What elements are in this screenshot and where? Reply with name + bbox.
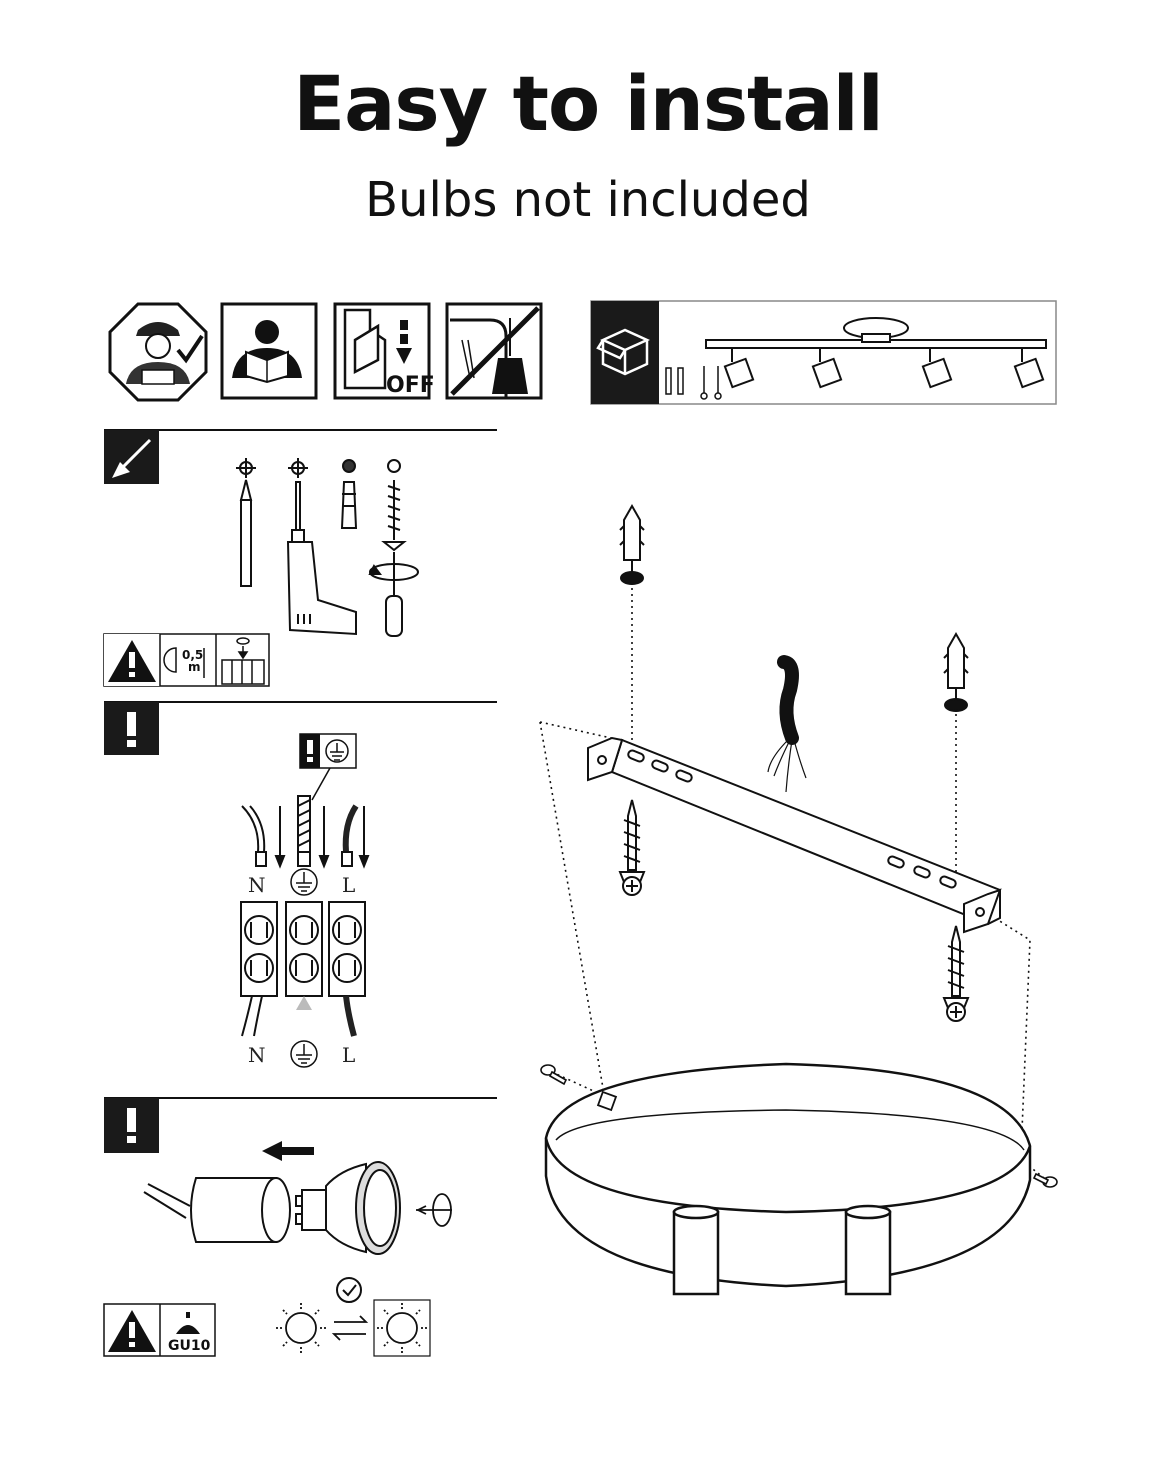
earth-symbol-bottom (290, 1040, 318, 1068)
exclamation-icon (127, 712, 136, 736)
wiring-step: N L N (104, 701, 497, 1068)
terminal-l-bottom: L (342, 1043, 355, 1067)
arrow-left-icon (262, 1141, 314, 1161)
distance-unit: m (188, 660, 201, 674)
power-off-icon: OFF (333, 302, 435, 400)
drill-icon (286, 458, 357, 636)
wires-top (241, 795, 370, 869)
ceiling-canopy (544, 1062, 1032, 1296)
terminal-n-top: N (248, 873, 266, 897)
connector-block-icon (221, 637, 265, 685)
screw-screwdriver-icon (368, 459, 419, 637)
wall-plug-icon (340, 459, 358, 529)
wall-plug-right (943, 631, 969, 712)
wall-plug-left (619, 503, 645, 585)
guide-lines (539, 588, 1045, 1179)
electrician-icon (108, 302, 208, 402)
page-title: Easy to install (293, 59, 884, 148)
wires-bottom (241, 995, 357, 1037)
screwdriver-icon (112, 438, 152, 478)
page-subtitle: Bulbs not included (365, 172, 811, 228)
sun-bulb-framed-icon (373, 1299, 431, 1357)
set-screw-right (1032, 1172, 1058, 1188)
drilling-warning: 0,5 m (103, 633, 270, 687)
sun-bulb-icon (276, 1303, 326, 1353)
exclamation-icon (127, 1108, 136, 1132)
mounting-illustration (539, 503, 1058, 1296)
gu10-label: GU10 (168, 1338, 211, 1354)
power-cable-icon (767, 655, 807, 793)
swap-arrows-icon (331, 1315, 369, 1341)
mounting-bracket (587, 736, 1002, 934)
wood-screw-right (942, 925, 970, 1022)
earth-warning-callout (299, 733, 357, 801)
check-icon (336, 1277, 362, 1303)
earth-symbol-top (290, 868, 318, 896)
gu10-bulb-icon (295, 1161, 401, 1255)
screws-icon (665, 366, 722, 400)
bulb-step: GU10 (103, 1097, 497, 1357)
terminal-n-bottom: N (248, 1043, 266, 1067)
distance-value: 0,5 (182, 648, 203, 662)
read-manual-icon (220, 302, 318, 400)
terminal-l-top: L (342, 873, 355, 897)
set-screw-left (540, 1064, 568, 1086)
no-cable-drilling-icon (445, 302, 543, 400)
box-icon (596, 328, 651, 376)
power-off-label: OFF (386, 373, 435, 398)
lamp-holder-icon (143, 1177, 291, 1243)
gu10-warning: GU10 (103, 1303, 216, 1357)
wood-screw-left (618, 799, 646, 896)
track-light-fixture-icon (705, 317, 1047, 389)
terminal-block (240, 901, 366, 1010)
package-contents-panel (590, 300, 1057, 405)
rotate-icon (415, 1193, 452, 1227)
pencil-icon (236, 458, 256, 587)
tools-step: 0,5 m (103, 429, 497, 687)
